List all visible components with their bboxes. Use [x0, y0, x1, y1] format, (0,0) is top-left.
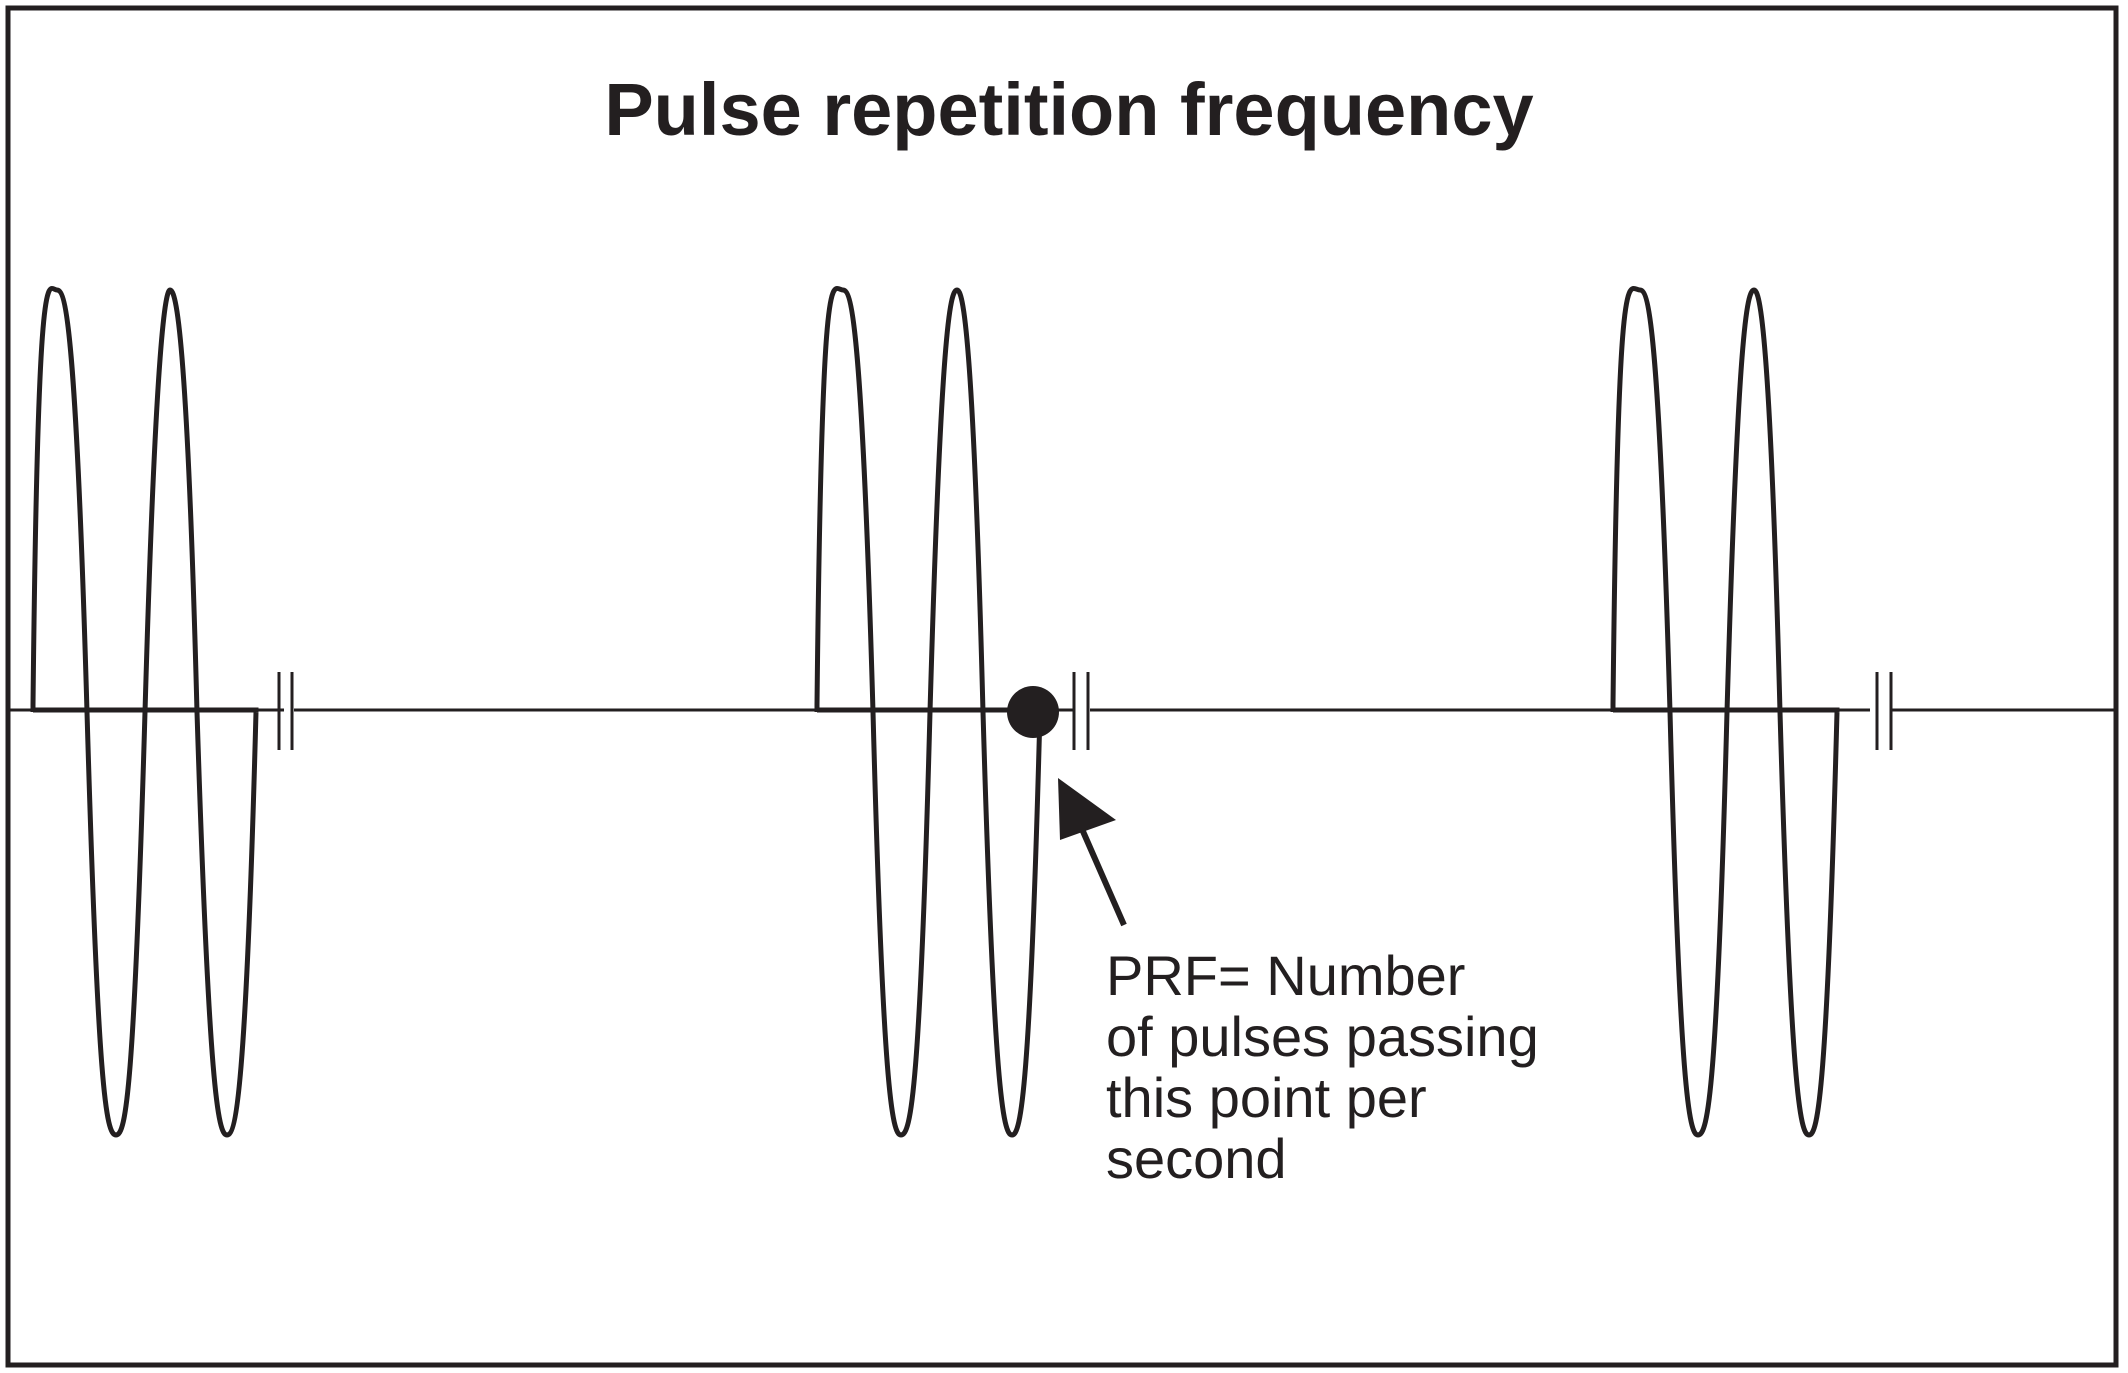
pointer-arrow — [1058, 778, 1127, 927]
diagram-frame — [5, 5, 2119, 1368]
annotation-line: of pulses passing — [1106, 1005, 1539, 1068]
annotation-line: PRF= Number — [1106, 944, 1465, 1007]
annotation-line: second — [1106, 1127, 1287, 1190]
observation-point — [1007, 686, 1059, 738]
annotation-line: this point per — [1106, 1066, 1427, 1129]
prf-annotation: PRF= Number of pulses passing this point… — [1106, 944, 1554, 1190]
break-marker — [1072, 672, 1090, 750]
pulse — [814, 285, 1043, 1138]
diagram-title: Pulse repetition frequency — [604, 68, 1533, 151]
break-marker — [1875, 672, 1893, 750]
pulse — [30, 285, 259, 1138]
pulse — [1610, 285, 1840, 1138]
break-marker — [277, 672, 294, 750]
